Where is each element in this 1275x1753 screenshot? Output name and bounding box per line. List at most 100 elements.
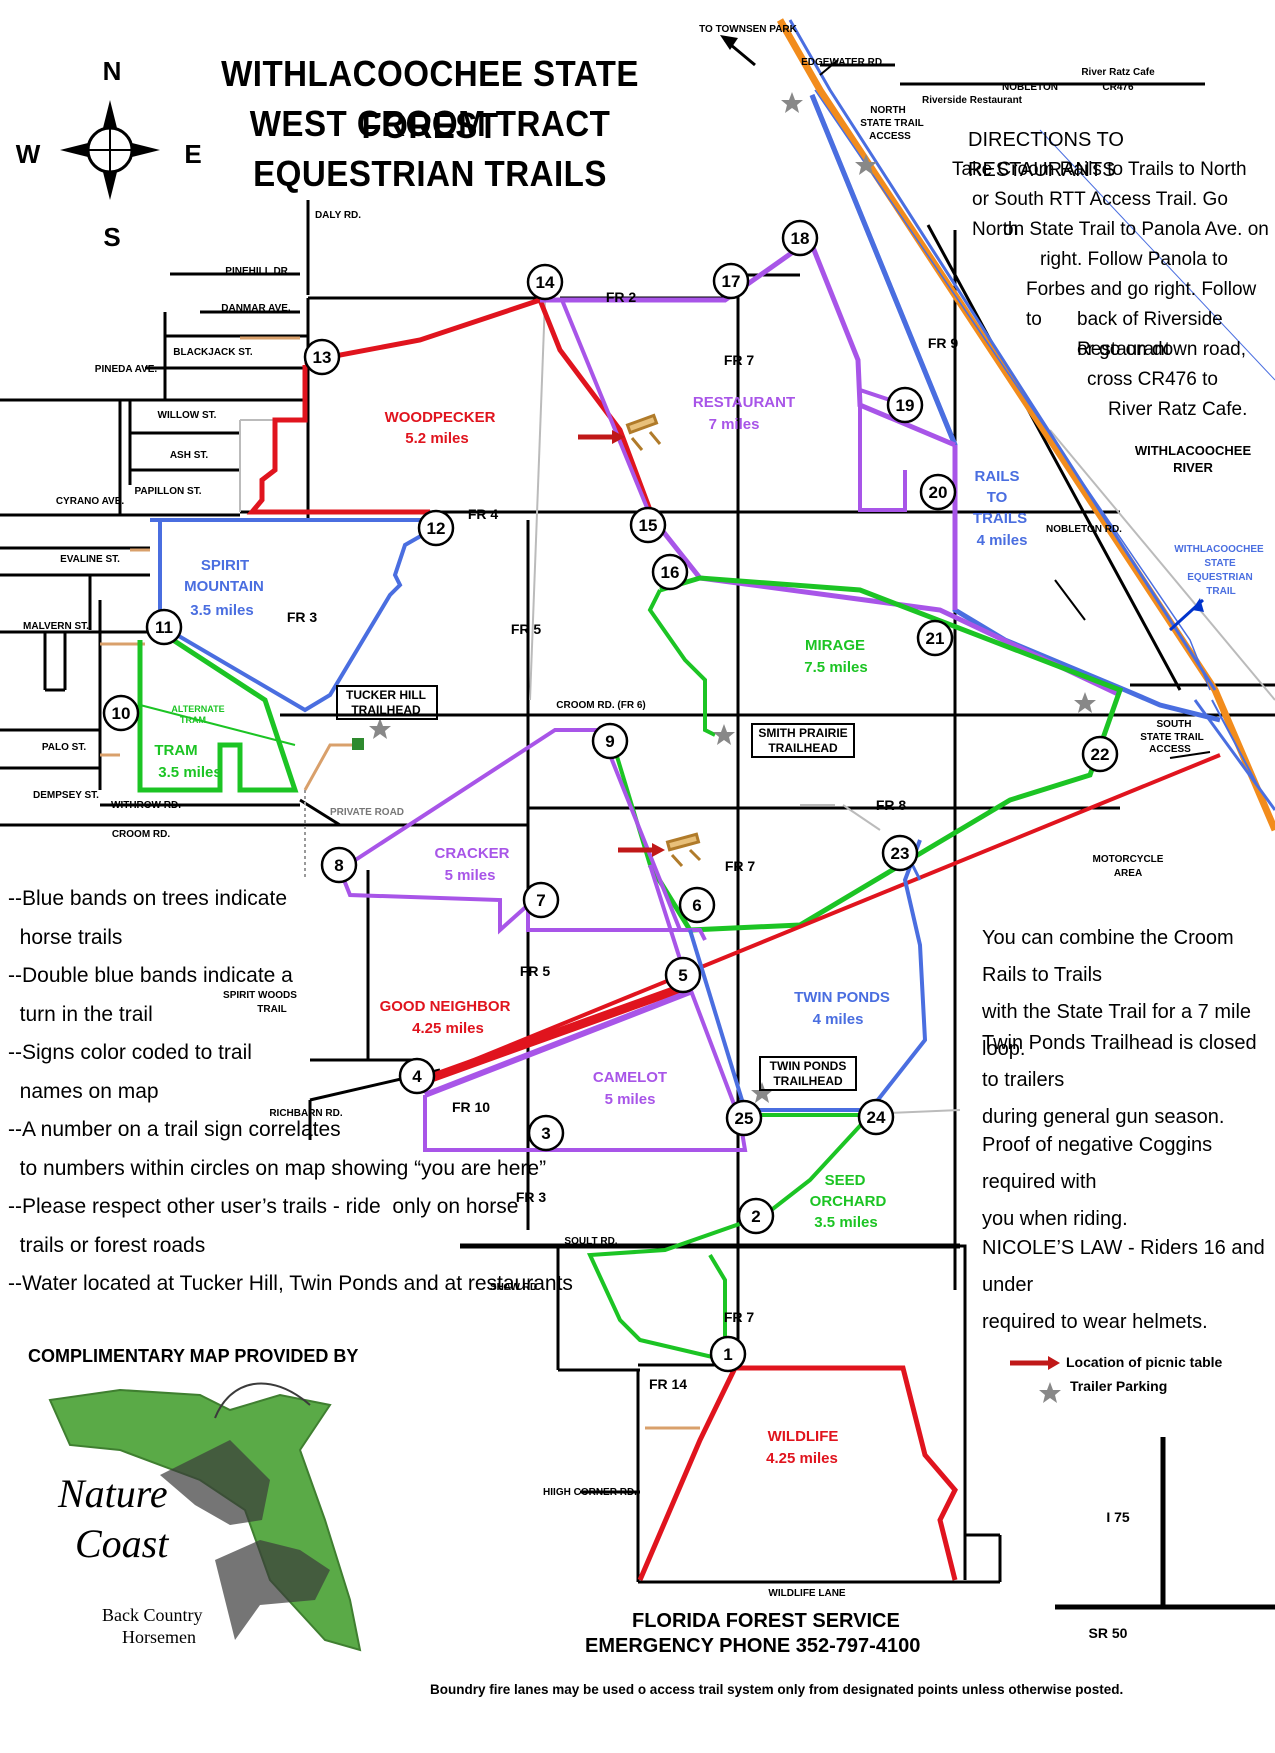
rule-line: names on map <box>8 1079 159 1103</box>
road-richbarn: RICHBARN RD. <box>269 1108 343 1119</box>
logo-coast: Coast <box>75 1521 169 1566</box>
logo-back-country: Back Country <box>102 1605 203 1625</box>
svg-text:21: 21 <box>926 629 945 648</box>
mirage-name: MIRAGE <box>805 637 865 654</box>
road-fr10: FR 10 <box>452 1099 490 1115</box>
title-line-3: EQUESTRIAN TRAILS <box>253 153 607 194</box>
directions-line: River Ratz Cafe. <box>1108 399 1248 420</box>
smith-prairie-2: TRAILHEAD <box>768 741 838 755</box>
trail-marker-3: 3 <box>527 1114 565 1152</box>
compass-s: S <box>103 222 120 252</box>
svg-text:14: 14 <box>536 273 555 292</box>
directions-heading: DIRECTIONS TO RESTAURANTS <box>968 129 1124 181</box>
seed-miles: 3.5 miles <box>814 1214 877 1231</box>
svg-text:6: 6 <box>692 896 701 915</box>
note-twin-line2: during general gun season. <box>982 1106 1225 1128</box>
legend-picnic: Location of picnic table <box>1066 1354 1223 1370</box>
road-spirit-woods-1: SPIRIT WOODS <box>223 990 297 1001</box>
trail-marker-17: 17 <box>712 262 750 300</box>
trail-marker-8: 8 <box>320 846 358 884</box>
title-line-1: WITHLACOOCHEE STATE FOREST <box>221 53 639 146</box>
svg-text:17: 17 <box>722 272 741 291</box>
tucker-hill-parking-icon <box>352 738 364 750</box>
camelot-name: CAMELOT <box>593 1069 667 1086</box>
tram-name: TRAM <box>154 742 197 759</box>
directions-line: or South RTT Access Trail. Go North <box>972 189 1228 240</box>
rule-line: turn in the trail <box>8 1002 153 1026</box>
state-trail <box>776 18 1275 832</box>
road-fr5-b: FR 5 <box>520 963 551 979</box>
legend-parking: Trailer Parking <box>1070 1378 1168 1394</box>
directions-line: or go on down road, <box>1077 339 1247 360</box>
svg-text:8: 8 <box>334 856 343 875</box>
logo-nature: Nature <box>58 1471 168 1516</box>
trail-markers: 1234567891011121314151617181920212223242… <box>102 219 1119 1373</box>
svg-text:9: 9 <box>605 732 614 751</box>
twin-ponds-name: TWIN PONDS <box>794 989 890 1006</box>
note-twin-line1: Twin Ponds Trailhead is closed to traile… <box>982 1032 1257 1091</box>
svg-text:22: 22 <box>1091 745 1110 764</box>
road-wildlife-lane: WILDLIFE LANE <box>768 1588 846 1599</box>
rule-line: horse trails <box>8 925 123 949</box>
road-spirit-woods-2: TRAIL <box>257 1004 286 1015</box>
road-pineda: PINEDA AVE. <box>95 364 158 375</box>
svg-text:7: 7 <box>536 891 545 910</box>
woodpecker-miles: 5.2 miles <box>405 430 468 447</box>
restaurant-miles: 7 miles <box>709 416 760 433</box>
svg-text:5: 5 <box>678 966 687 985</box>
trailer-parking-star-icons <box>369 92 1096 1403</box>
road-high-corner: HIIGH CORNER RD. <box>543 1487 637 1498</box>
state-trail-4: TRAIL <box>1206 586 1235 597</box>
woodpecker-path <box>304 296 653 511</box>
south-access-3: ACCESS <box>1149 744 1191 755</box>
north-access-1: NORTH <box>870 105 906 116</box>
road-river-ratz: River Ratz Cafe <box>1081 67 1155 78</box>
tram-miles: 3.5 miles <box>158 764 221 781</box>
svg-text:11: 11 <box>155 618 173 637</box>
road-edgewater: EDGEWATER RD. <box>801 57 885 68</box>
access-roads <box>100 336 700 1430</box>
spirit-name2: MOUNTAIN <box>184 578 264 595</box>
rule-line: --Signs color coded to trail <box>8 1041 252 1064</box>
trail-marker-20: 20 <box>919 473 957 511</box>
road-soult: SOULT RD. <box>564 1236 617 1247</box>
svg-text:2: 2 <box>751 1207 760 1226</box>
trail-marker-6: 6 <box>678 886 716 924</box>
tucker-hill-1: TUCKER HILL <box>346 688 426 702</box>
south-access-2: STATE TRAIL <box>1140 732 1204 743</box>
south-access-1: SOUTH <box>1157 719 1192 730</box>
nature-coast-logo <box>48 1382 362 1652</box>
road-willow: WILLOW ST. <box>158 410 217 421</box>
road-fr3-a: FR 3 <box>287 609 318 625</box>
smith-prairie-box <box>751 723 855 758</box>
directions-line: on State Trail to Panola Ave. on <box>1003 219 1269 240</box>
footer-emergency: EMERGENCY PHONE 352-797-4100 <box>585 1635 921 1657</box>
state-trail-1: WITHLACOOCHEE <box>1174 544 1264 555</box>
arrow-icon <box>1054 579 1086 621</box>
rule-line: --Blue bands on trees indicate <box>8 887 287 910</box>
tucker-hill-box <box>336 685 438 720</box>
trail-marker-1: 1 <box>709 1335 747 1373</box>
trail-marker-14: 14 <box>526 263 564 301</box>
mirage-miles: 7.5 miles <box>804 659 867 676</box>
good-neighbor-name: GOOD NEIGHBOR <box>380 998 511 1015</box>
road-dempsey: DEMPSEY ST. <box>33 790 99 801</box>
road-fr7-c: FR 7 <box>724 1309 755 1325</box>
svg-text:20: 20 <box>929 483 948 502</box>
tram-path <box>137 622 299 793</box>
svg-text:4: 4 <box>412 1067 422 1086</box>
cracker-path <box>337 728 707 941</box>
spirit-name1: SPIRIT <box>201 557 249 574</box>
arrow-north-west-icon <box>720 35 756 67</box>
note-twin-ponds: Twin Ponds Trailhead is closed to traile… <box>982 1025 1272 1136</box>
seed-name1: SEED <box>825 1172 866 1189</box>
trail-marker-13: 13 <box>303 338 341 376</box>
road-fr8: FR 8 <box>876 797 907 813</box>
restaurant-path <box>540 236 956 448</box>
footer-service: FLORIDA FOREST SERVICE <box>632 1610 900 1632</box>
road-fr7-b: FR 7 <box>725 858 756 874</box>
rails-name2: TO <box>987 489 1008 506</box>
directions-line: right. Follow Panola to <box>1040 249 1228 270</box>
svg-text:3: 3 <box>541 1124 550 1143</box>
camelot-miles: 5 miles <box>605 1091 656 1108</box>
